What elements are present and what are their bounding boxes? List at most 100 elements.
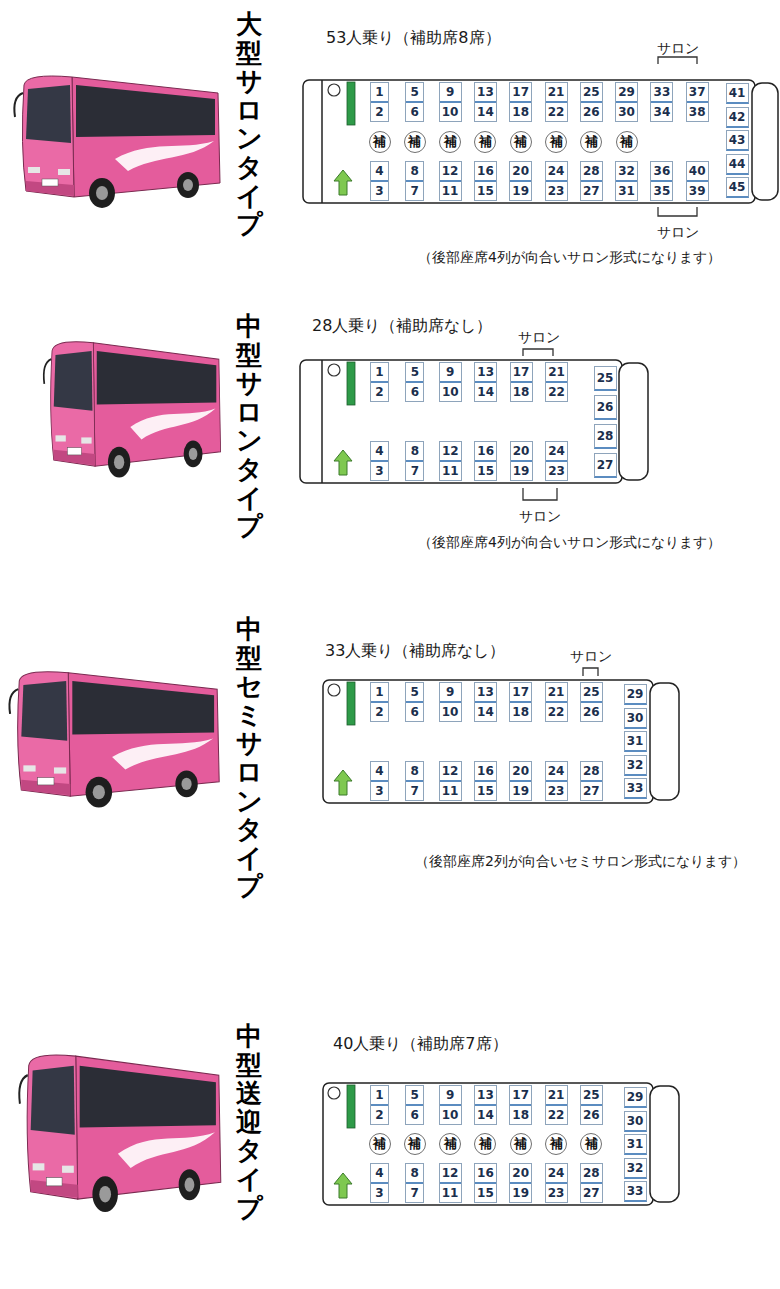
seat-number: 7 bbox=[406, 460, 423, 480]
seat-number: 10 bbox=[440, 381, 461, 401]
bus-photo bbox=[44, 342, 221, 478]
seat-pair: 1211 bbox=[439, 1163, 462, 1203]
seat-number: 7 bbox=[406, 1182, 423, 1202]
seat-number: 3 bbox=[371, 780, 388, 800]
auxiliary-seat: 補 bbox=[510, 1133, 532, 1155]
seat-number: 23 bbox=[546, 180, 567, 200]
seat-pair: 43 bbox=[370, 441, 389, 481]
seat-number: 30 bbox=[625, 709, 646, 727]
seat-number: 17 bbox=[511, 363, 532, 381]
seat-number: 18 bbox=[511, 381, 532, 401]
seat-pair: 56 bbox=[405, 362, 424, 402]
seat-number: 39 bbox=[687, 180, 708, 200]
seat-number: 22 bbox=[546, 381, 567, 401]
auxiliary-seat: 補 bbox=[510, 131, 532, 153]
seat-number: 補 bbox=[475, 1134, 495, 1153]
seat-number: 25 bbox=[581, 683, 602, 701]
seat-number: 4 bbox=[371, 442, 388, 460]
seat-pair: 1211 bbox=[439, 441, 462, 481]
seat-pair: 1615 bbox=[474, 441, 497, 481]
seat-number: 10 bbox=[440, 701, 461, 721]
seat-number: 9 bbox=[440, 363, 461, 381]
seat-pair: 2122 bbox=[545, 682, 568, 722]
seat-number: 20 bbox=[510, 1164, 531, 1182]
rear-seat: 32 bbox=[624, 1158, 647, 1179]
seat-pair: 2122 bbox=[545, 82, 568, 122]
seat-pair: 1718 bbox=[509, 1085, 532, 1125]
capacity-text: 40人乗り（補助席7席） bbox=[333, 1034, 508, 1055]
seat-number: 25 bbox=[581, 83, 602, 101]
seat-pair: 2827 bbox=[580, 1163, 603, 1203]
seat-pair: 2019 bbox=[510, 441, 533, 481]
seat-number: 24 bbox=[546, 442, 567, 460]
rear-seat: 27 bbox=[594, 453, 617, 478]
seat-number: 41 bbox=[727, 84, 748, 102]
seat-number: 43 bbox=[727, 131, 748, 149]
rear-seat: 25 bbox=[594, 366, 617, 391]
seat-number: 45 bbox=[727, 178, 748, 196]
seat-number: 34 bbox=[651, 101, 672, 121]
seat-number: 9 bbox=[440, 1086, 461, 1104]
rear-seat: 31 bbox=[624, 1134, 647, 1155]
seat-number: 19 bbox=[510, 780, 531, 800]
seat-pair: 1211 bbox=[439, 761, 462, 801]
seat-number: 補 bbox=[370, 1134, 390, 1153]
seat-number: 2 bbox=[371, 381, 388, 401]
seat-pair: 2019 bbox=[509, 761, 532, 801]
rear-seat: 33 bbox=[624, 778, 647, 799]
seat-number: 15 bbox=[475, 180, 496, 200]
seat-pair: 2930 bbox=[615, 82, 638, 122]
rear-seat: 41 bbox=[726, 83, 749, 104]
seat-number: 20 bbox=[510, 762, 531, 780]
seat-number: 補 bbox=[370, 132, 390, 151]
seat-number: 2 bbox=[371, 101, 388, 121]
seat-number: 18 bbox=[510, 701, 531, 721]
seat-number: 30 bbox=[616, 101, 637, 121]
seat-number: 補 bbox=[440, 132, 460, 151]
capacity-text: 28人乗り（補助席なし） bbox=[312, 316, 492, 337]
seat-number: 25 bbox=[581, 1086, 602, 1104]
seat-number: 38 bbox=[687, 101, 708, 121]
seat-number: 3 bbox=[371, 1182, 388, 1202]
auxiliary-seat: 補 bbox=[580, 131, 602, 153]
seat-number: 16 bbox=[475, 762, 496, 780]
rear-seat: 43 bbox=[726, 130, 749, 151]
seat-number: 13 bbox=[475, 1086, 496, 1104]
seat-number: 28 bbox=[581, 1164, 602, 1182]
bus-body bbox=[323, 1083, 653, 1205]
seat-number: 10 bbox=[440, 1104, 461, 1124]
seat-number: 15 bbox=[475, 460, 496, 480]
salon-label: サロン bbox=[657, 224, 699, 242]
seat-number: 12 bbox=[440, 1164, 461, 1182]
salon-label: サロン bbox=[657, 40, 699, 58]
seat-number: 12 bbox=[440, 762, 461, 780]
seat-number: 補 bbox=[546, 132, 566, 151]
seat-pair: 2423 bbox=[545, 161, 568, 201]
bus-front-line bbox=[321, 360, 323, 483]
front-symbols bbox=[328, 682, 355, 795]
auxiliary-seat: 補 bbox=[369, 1133, 391, 1155]
seat-number: 8 bbox=[406, 162, 423, 180]
seat-pair: 43 bbox=[370, 1163, 389, 1203]
seat-number: 21 bbox=[546, 83, 567, 101]
seat-pair: 3334 bbox=[650, 82, 673, 122]
type-heading: 大型サロンタイプ bbox=[236, 10, 262, 239]
seat-number: 31 bbox=[625, 732, 646, 750]
seat-pair: 910 bbox=[439, 82, 462, 122]
seat-pair: 1718 bbox=[509, 82, 532, 122]
seat-number: 1 bbox=[371, 683, 388, 701]
seat-number: 13 bbox=[475, 363, 496, 381]
front-symbols bbox=[328, 82, 355, 195]
seat-pair: 2526 bbox=[580, 682, 603, 722]
seat-pair: 87 bbox=[405, 761, 424, 801]
seat-number: 13 bbox=[475, 83, 496, 101]
seat-pair: 1718 bbox=[510, 362, 533, 402]
bus-rear bbox=[619, 363, 648, 480]
seat-pair: 2019 bbox=[509, 1163, 532, 1203]
seat-number: 6 bbox=[406, 381, 423, 401]
auxiliary-seat: 補 bbox=[439, 1133, 461, 1155]
rear-seat: 44 bbox=[726, 154, 749, 175]
seat-number: 補 bbox=[511, 132, 531, 151]
seat-number: 42 bbox=[727, 108, 748, 126]
seat-number: 28 bbox=[581, 162, 602, 180]
